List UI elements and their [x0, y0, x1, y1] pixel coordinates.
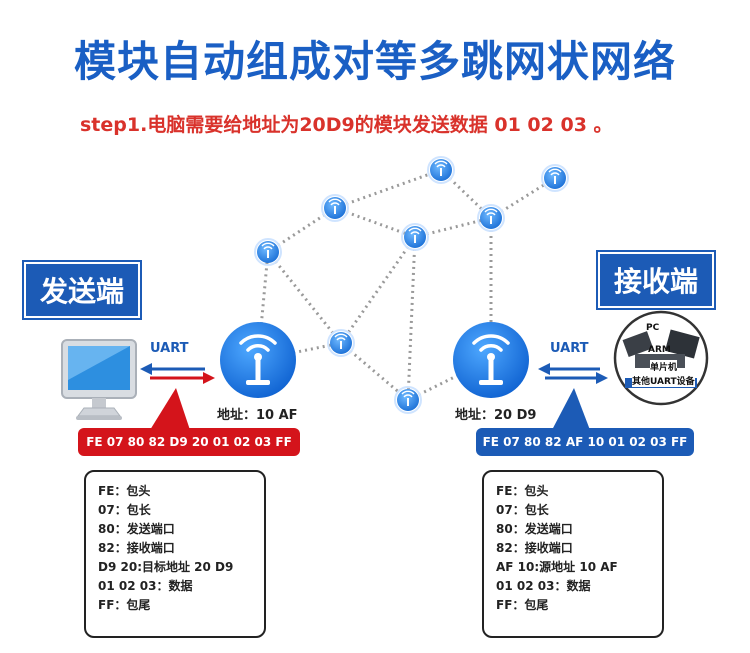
device-label-pc: PC: [646, 323, 660, 333]
sender-uart-arrows: [140, 363, 215, 384]
relay-node: [477, 204, 505, 232]
receiver-tag: 接收端: [598, 252, 715, 308]
receiver-frame-legend: FE：包头 07：包长 80：发送端口 82：接收端口 AF 10:源地址 10…: [482, 470, 664, 638]
relay-node: [394, 386, 422, 414]
sender-module-node: [220, 322, 296, 398]
sender-address-label: 地址：10 AF: [217, 408, 298, 423]
legend-line: 01 02 03：数据: [98, 579, 193, 593]
receiver-address-label: 地址：20 D9: [455, 408, 537, 423]
sender-frame-legend: FE：包头 07：包长 80：发送端口 82：接收端口 D9 20:目标地址 2…: [84, 470, 266, 638]
page-title: 模块自动组成对等多跳网状网络: [73, 37, 676, 86]
relay-node: [427, 156, 455, 184]
legend-line: 07：包长: [496, 503, 549, 517]
legend-line: 01 02 03：数据: [496, 579, 591, 593]
legend-line: 80：发送端口: [496, 522, 573, 536]
step-description: step1.电脑需要给地址为20D9的模块发送数据 01 02 03 。: [80, 114, 613, 136]
relay-node: [321, 194, 349, 222]
receiver-callout-pointer: [552, 388, 590, 430]
device-label-arm: ARM: [648, 345, 671, 355]
legend-line: FE：包头: [98, 484, 151, 498]
relay-node: [254, 238, 282, 266]
receiver-uart-label: UART: [550, 341, 589, 356]
legend-line: 82：接收端口: [98, 541, 175, 555]
legend-line: 80：发送端口: [98, 522, 175, 536]
legend-line: AF 10:源地址 10 AF: [496, 560, 618, 574]
legend-line: D9 20:目标地址 20 D9: [98, 560, 234, 574]
device-label-other-uart: 其他UART设备: [632, 374, 695, 387]
relay-nodes: [254, 156, 569, 414]
uart-device-icon: [613, 310, 709, 406]
relay-node: [541, 164, 569, 192]
sender-tag: 发送端: [24, 262, 141, 318]
receiver-uart-arrows: [538, 363, 608, 384]
computer-monitor-icon: [61, 339, 137, 420]
legend-line: 82：接收端口: [496, 541, 573, 555]
receiver-frame-bytes: FE 07 80 82 AF 10 01 02 03 FF: [476, 428, 694, 456]
receiver-module-node: [453, 322, 529, 398]
legend-line: 07：包长: [98, 503, 151, 517]
relay-node: [401, 223, 429, 251]
device-label-mcu: 单片机: [650, 360, 678, 373]
sender-uart-label: UART: [150, 341, 189, 356]
sender-callout-pointer: [150, 388, 190, 430]
legend-line: FF：包尾: [496, 598, 549, 612]
sender-frame-bytes: FE 07 80 82 D9 20 01 02 03 FF: [78, 428, 300, 456]
relay-node: [327, 329, 355, 357]
legend-line: FE：包头: [496, 484, 549, 498]
legend-line: FF：包尾: [98, 598, 151, 612]
